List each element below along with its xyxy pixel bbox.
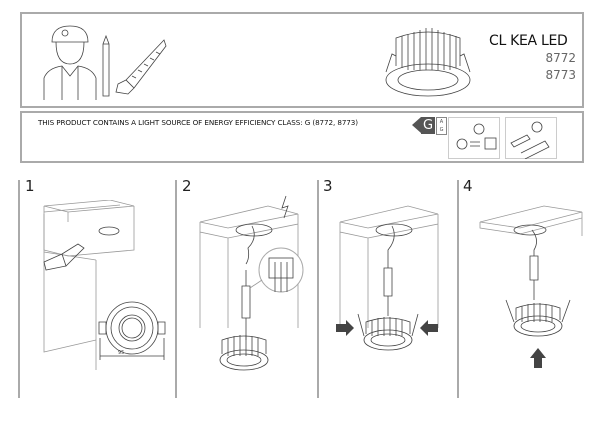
arrow-icon	[336, 320, 354, 336]
step-4-illustration	[479, 205, 583, 368]
energy-class: G	[421, 117, 435, 134]
header-panel	[20, 12, 584, 108]
step-number: 3	[323, 177, 333, 195]
energy-statement: THIS PRODUCT CONTAINS A LIGHT SOURCE OF …	[38, 118, 358, 127]
pencil-icon	[102, 34, 110, 97]
step-2-illustration	[199, 195, 304, 371]
divider	[18, 180, 20, 398]
led-replaceable-icon	[448, 117, 500, 159]
divider	[317, 180, 319, 398]
arrow-icon	[530, 348, 546, 368]
step-1-illustration	[43, 200, 166, 370]
step-number: 4	[463, 177, 473, 195]
product-name: CL KEA LED	[489, 33, 568, 49]
downlight-icon	[385, 28, 471, 97]
step-number: 1	[25, 177, 35, 195]
scale-bottom: G	[439, 127, 444, 133]
step-number: 2	[182, 177, 192, 195]
cutout-dimension: 95	[118, 350, 125, 356]
step-3-illustration	[336, 205, 439, 351]
scale-top: A	[439, 119, 444, 125]
product-code: 8773	[545, 68, 576, 82]
divider	[457, 180, 459, 398]
energy-label-icon: G A G	[412, 117, 447, 135]
installer-icon	[43, 25, 97, 100]
arrow-icon	[420, 320, 438, 336]
divider	[175, 180, 177, 398]
energy-panel	[20, 111, 584, 163]
saw-icon	[115, 39, 167, 95]
driver-replaceable-icon	[505, 117, 557, 159]
product-code: 8772	[545, 51, 576, 65]
